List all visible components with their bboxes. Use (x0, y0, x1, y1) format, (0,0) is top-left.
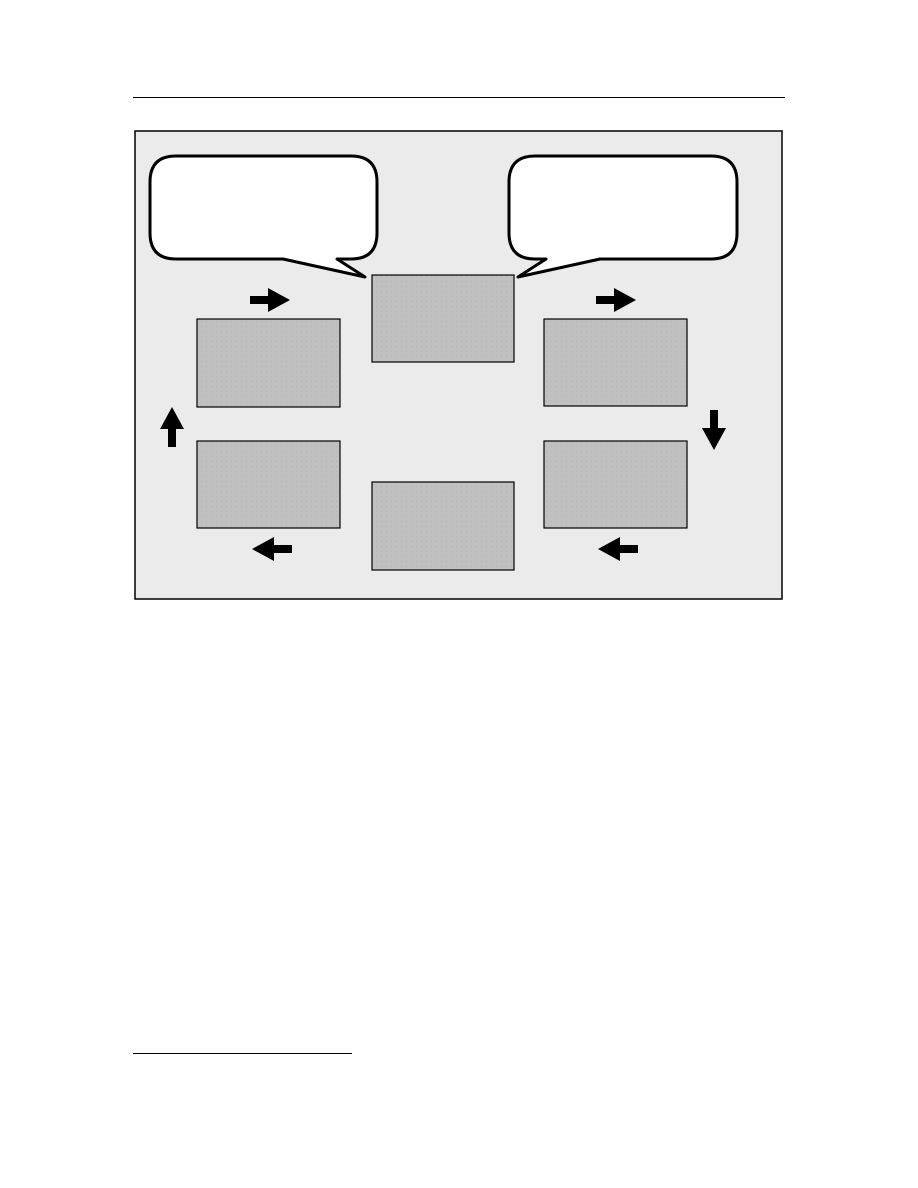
box-right-bottom (543, 440, 688, 529)
arrow-up-icon (160, 407, 184, 447)
box-left-top (196, 318, 341, 408)
speech-bubble-left (148, 154, 379, 279)
box-left-bottom (196, 440, 341, 529)
arrow-left-icon (252, 537, 292, 561)
arrow-down-icon (702, 410, 726, 450)
box-right-top (543, 318, 688, 407)
arrow-left-icon (598, 537, 638, 561)
box-bottom-center (371, 481, 515, 571)
speech-bubble-right (507, 154, 739, 279)
arrow-right-icon (250, 288, 290, 312)
box-top-center (371, 274, 515, 363)
arrow-right-icon (596, 288, 636, 312)
